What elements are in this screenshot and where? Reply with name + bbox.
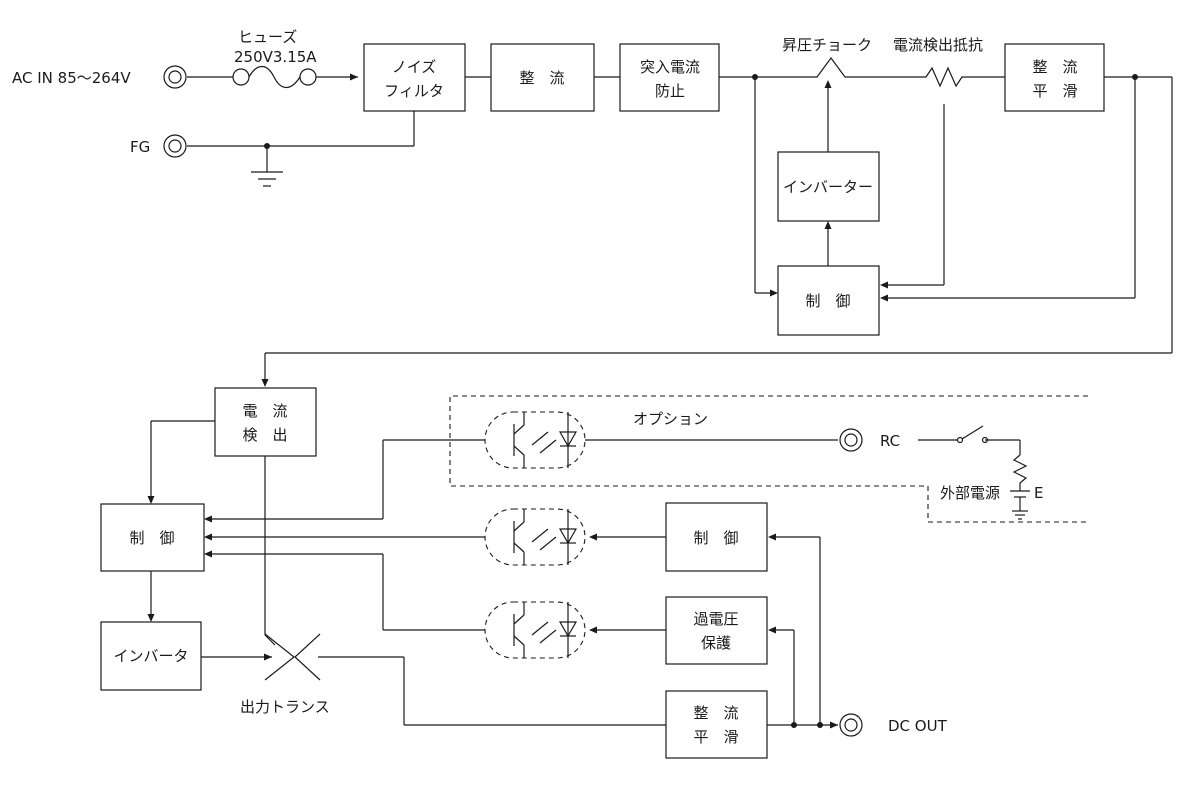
noise-filter-line1: ノイズ [392,58,437,76]
rect-smooth-2-line1: 整 流 [693,704,738,722]
external-power: 外部電源 E [940,454,1043,520]
current-sense-resistor: 電流検出抵抗 [893,36,983,88]
bottom-wiring [150,420,1021,726]
control-block-3: 制 御 [665,502,768,572]
overvoltage-line2: 保護 [701,634,731,652]
fuse-rating-label: 250V3.15A [234,48,317,66]
control-1-label: 制 御 [805,292,850,310]
ground-icon [251,171,283,187]
transformer-icon [264,633,321,681]
resistor-icon [1012,454,1028,484]
external-power-label: 外部電源 [940,484,1000,502]
rc-connector: RC [839,428,900,452]
inrush-prevention-block: 突入電流 防止 [619,43,720,112]
fg-label: FG [130,138,150,156]
e-label: E [1034,484,1043,502]
connector-icon [163,65,187,89]
fuse-name-label: ヒューズ [238,28,297,46]
inverter-block-2: インバータ [100,621,202,691]
rectifier-1-label: 整 流 [519,69,564,87]
rectifier-block-1: 整 流 [490,43,595,112]
inrush-line1: 突入電流 [640,58,700,76]
option-region: オプション [449,395,1088,523]
rect-smooth-2-line2: 平 滑 [693,728,738,746]
photocoupler-control [484,508,586,566]
output-transformer: 出力トランス [240,633,330,716]
top-junctions [264,74,1138,149]
current-sense-resistor-label: 電流検出抵抗 [893,36,983,54]
control-block-2: 制 御 [100,503,205,572]
inverter-1-label: インバーター [783,178,873,196]
resistor-icon [918,66,970,88]
overvoltage-protect-block: 過電圧 保護 [665,596,768,665]
photocoupler-icon [484,411,586,469]
noise-filter-block: ノイズ フィルタ [363,43,466,112]
noise-filter-line2: フィルタ [384,82,444,100]
rc-label: RC [880,432,900,450]
rect-smooth-block-2: 整 流 平 滑 [665,690,768,759]
inverter-2-label: インバータ [113,647,188,665]
choke-icon [806,56,856,78]
rect-smooth-1-line1: 整 流 [1032,58,1077,76]
photocoupler-option [484,411,586,469]
photocoupler-overvoltage [484,601,586,659]
top-arrowheads [261,73,888,387]
connector-icon [839,713,863,737]
fg-connector: FG [130,134,187,158]
option-label: オプション [633,410,708,428]
switch-icon [956,425,989,444]
control-3-label: 制 御 [693,529,738,547]
ac-in-connector: AC IN 85～264V [12,65,187,89]
connector-icon [163,134,187,158]
boost-choke: 昇圧チョーク [782,36,872,78]
ground-icon [1012,510,1028,520]
rect-smooth-block-1: 整 流 平 滑 [1004,43,1105,112]
control-2-label: 制 御 [129,529,174,547]
connector-icon [839,428,863,452]
photocoupler-icon [484,601,586,659]
inverter-block-1: インバーター [777,151,880,222]
rect-smooth-1-line2: 平 滑 [1032,82,1077,100]
dc-out-connector: DC OUT [839,713,948,737]
control-block-1: 制 御 [777,265,880,336]
fuse: ヒューズ 250V3.15A [232,28,317,89]
ac-in-label: AC IN 85～264V [12,69,131,87]
overvoltage-line1: 過電圧 [693,610,738,628]
dc-out-label: DC OUT [888,717,948,735]
current-detect-line2: 検 出 [242,426,287,444]
bottom-junctions [791,722,823,728]
top-wiring [187,76,1173,382]
inrush-line2: 防止 [655,82,685,100]
output-transformer-label: 出力トランス [240,698,330,716]
fuse-icon [232,65,317,89]
current-detect-block: 電 流 検 出 [214,387,317,457]
photocoupler-icon [484,508,586,566]
boost-choke-label: 昇圧チョーク [782,36,872,54]
current-detect-line1: 電 流 [242,402,287,420]
bottom-arrowheads [147,496,838,729]
